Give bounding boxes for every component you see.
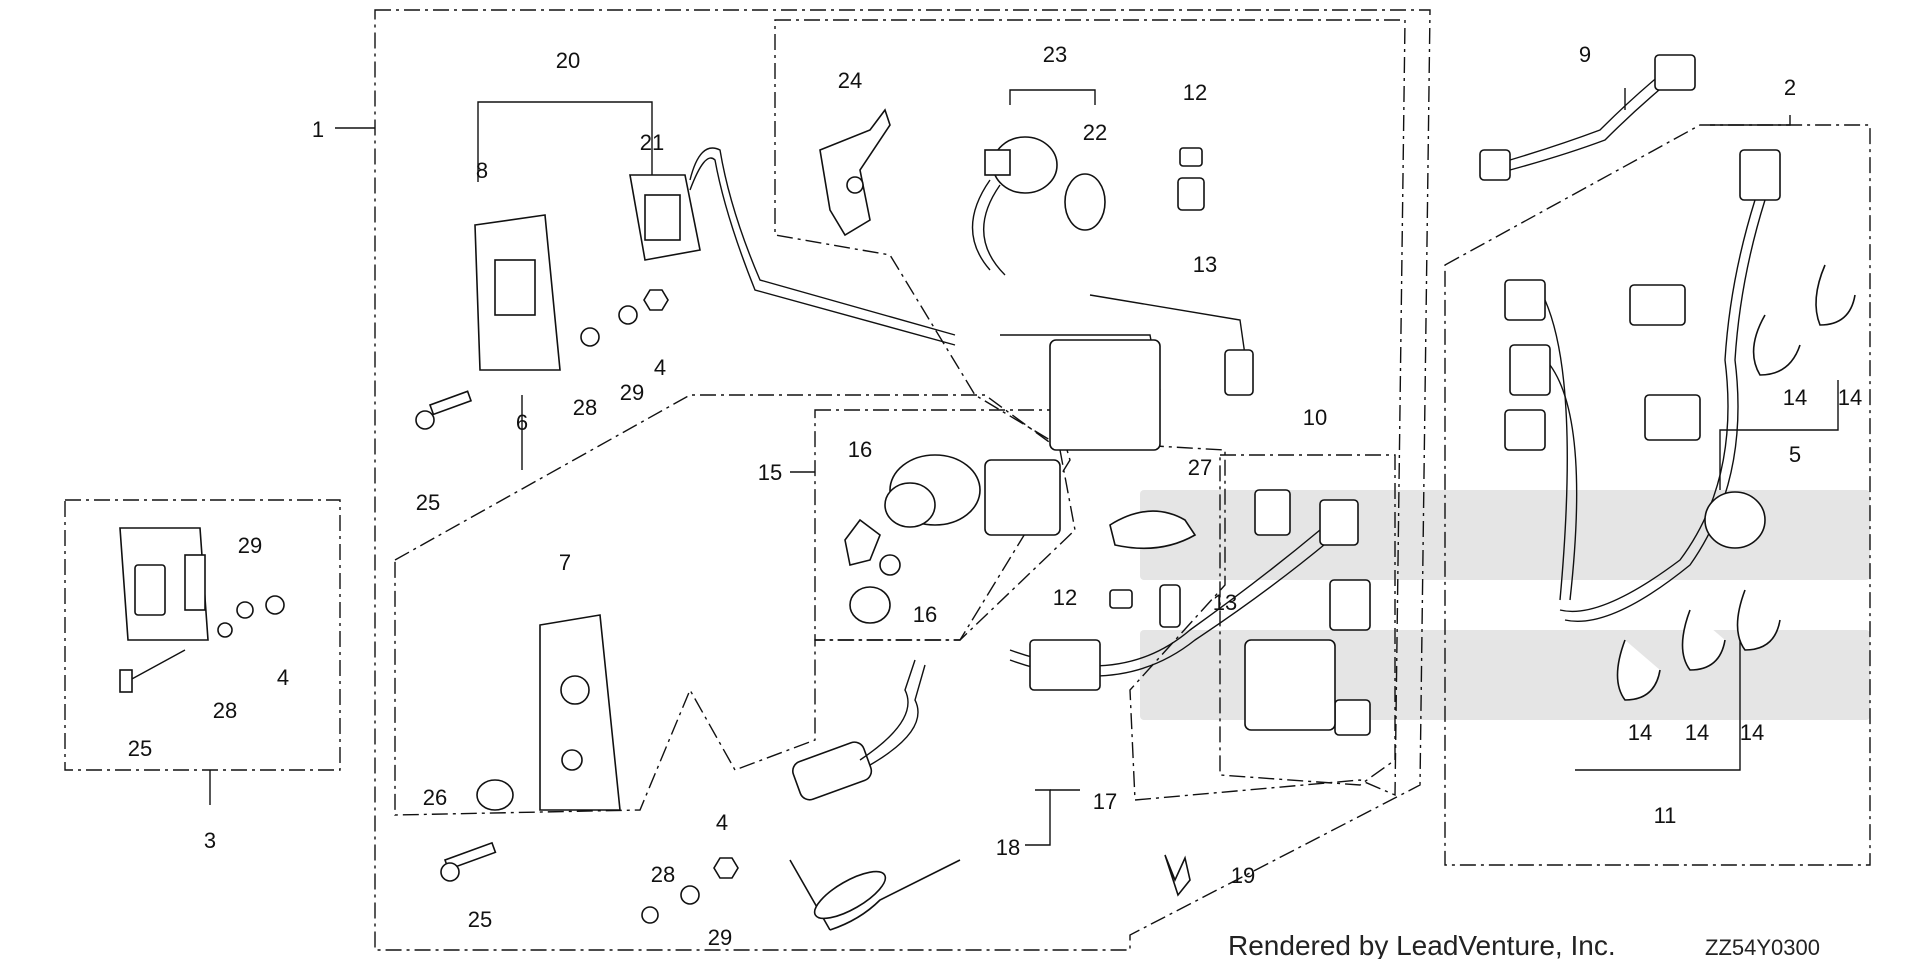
diagram-code: ZZ54Y0300 bbox=[1705, 935, 1820, 959]
main-harness bbox=[1009, 489, 1371, 736]
callout-17: 17 bbox=[1093, 789, 1117, 814]
callout-18: 18 bbox=[996, 835, 1020, 860]
callout-7: 7 bbox=[559, 550, 571, 575]
callout-25c: 25 bbox=[468, 907, 492, 932]
callout-14a: 14 bbox=[1783, 385, 1807, 410]
callout-26: 26 bbox=[423, 785, 447, 810]
group-box-2 bbox=[1444, 124, 1871, 866]
callout-4b: 4 bbox=[277, 665, 289, 690]
callout-5: 5 bbox=[1789, 442, 1801, 467]
callout-8: 8 bbox=[476, 158, 488, 183]
callout-23: 23 bbox=[1043, 42, 1067, 67]
leader-lines bbox=[209, 88, 1839, 846]
callout-22: 22 bbox=[1083, 120, 1107, 145]
callout-21: 21 bbox=[640, 130, 664, 155]
bracket bbox=[819, 108, 891, 237]
switch-panel-small bbox=[119, 527, 285, 693]
callout-10: 10 bbox=[1303, 405, 1327, 430]
callout-14d: 14 bbox=[1685, 720, 1709, 745]
callout-20: 20 bbox=[556, 48, 580, 73]
callout-29c: 29 bbox=[708, 925, 732, 950]
nut-washer-set-upper bbox=[415, 289, 669, 430]
bolt-pin-upper bbox=[1177, 147, 1205, 211]
wire-clamp bbox=[1109, 510, 1197, 550]
buzzer bbox=[971, 136, 1106, 276]
group-box-6 bbox=[394, 394, 1076, 816]
callout-15: 15 bbox=[758, 460, 782, 485]
wire-clip bbox=[1164, 854, 1191, 897]
callout-29b: 29 bbox=[238, 533, 262, 558]
callout-12: 12 bbox=[1183, 80, 1207, 105]
connector-bundle-upper bbox=[1000, 294, 1254, 451]
callout-9: 9 bbox=[1579, 42, 1591, 67]
bolt-pin-mid bbox=[1109, 584, 1181, 628]
callout-16a: 16 bbox=[848, 437, 872, 462]
callout-28b: 28 bbox=[213, 698, 237, 723]
remote-harness bbox=[1504, 149, 1781, 623]
harness-clips bbox=[1616, 264, 1856, 701]
callout-13b: 13 bbox=[1213, 590, 1237, 615]
callout-2: 2 bbox=[1784, 75, 1796, 100]
callout-27: 27 bbox=[1188, 455, 1212, 480]
callout-11: 11 bbox=[1654, 803, 1677, 828]
callout-4: 4 bbox=[654, 355, 666, 380]
callout-4c: 4 bbox=[716, 810, 728, 835]
callout-12b: 12 bbox=[1053, 585, 1077, 610]
render-credit: Rendered by LeadVenture, Inc. bbox=[1228, 930, 1616, 959]
callout-3: 3 bbox=[204, 828, 216, 853]
stop-switch bbox=[789, 659, 961, 931]
callout-25b: 25 bbox=[128, 736, 152, 761]
callout-24: 24 bbox=[838, 68, 862, 93]
callout-14c: 14 bbox=[1628, 720, 1652, 745]
callout-13: 13 bbox=[1193, 252, 1217, 277]
group-box-10 bbox=[1219, 454, 1396, 786]
callout-labels: 1 2 3 4 4 4 5 6 7 8 9 10 11 12 12 13 13 … bbox=[128, 42, 1862, 950]
callout-19: 19 bbox=[1231, 863, 1255, 888]
callout-25a: 25 bbox=[416, 490, 440, 515]
switch-panel-plate bbox=[474, 147, 956, 371]
group-box-upper bbox=[774, 19, 1406, 801]
callout-29a: 29 bbox=[620, 380, 644, 405]
extension-harness bbox=[1479, 54, 1696, 181]
group-box-3 bbox=[64, 499, 341, 771]
callout-14e: 14 bbox=[1740, 720, 1764, 745]
hardware-lower bbox=[440, 779, 739, 924]
ignition-switch bbox=[844, 454, 1061, 624]
callout-28a: 28 bbox=[573, 395, 597, 420]
callout-14b: 14 bbox=[1838, 385, 1862, 410]
callout-1: 1 bbox=[312, 117, 324, 142]
group-box-main bbox=[374, 9, 1431, 951]
callout-6: 6 bbox=[516, 410, 528, 435]
callout-28c: 28 bbox=[651, 862, 675, 887]
callout-16b: 16 bbox=[913, 602, 937, 627]
key-switch-plate bbox=[539, 614, 621, 811]
